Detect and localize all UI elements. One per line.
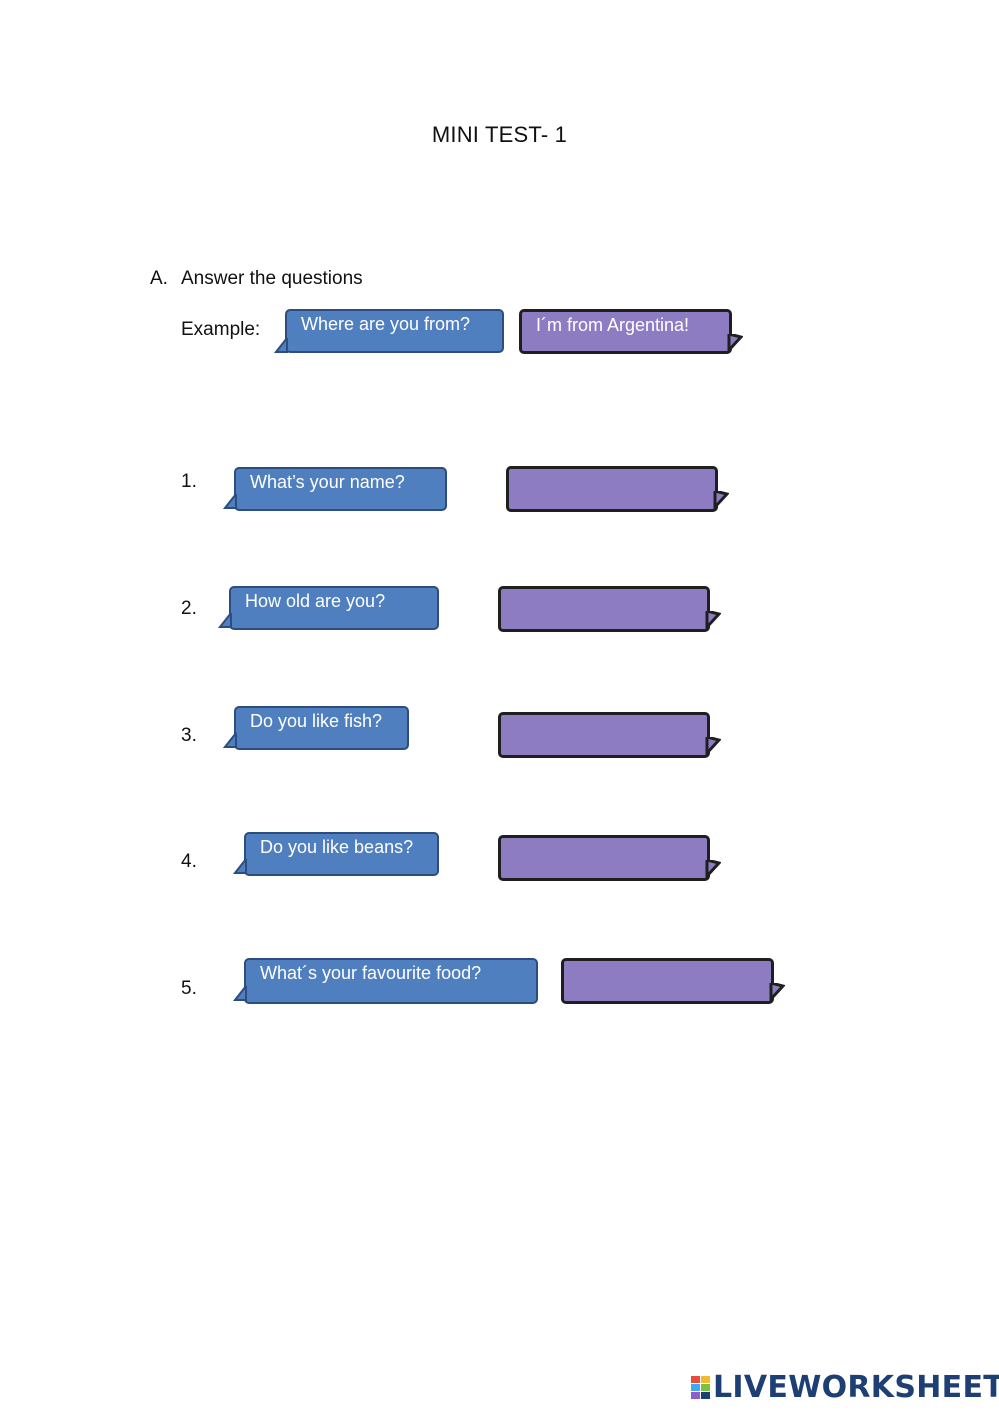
question-bubble: Do you like beans? bbox=[244, 832, 439, 876]
question-bubble-tail bbox=[233, 859, 247, 874]
item-number: 3. bbox=[181, 725, 197, 746]
answer-bubble-tail bbox=[705, 737, 721, 757]
liveworksheets-logo-text: LIVEWORKSHEETS bbox=[713, 1370, 999, 1405]
question-bubble: How old are you? bbox=[229, 586, 439, 630]
question-bubble: What´s your favourite food? bbox=[244, 958, 538, 1004]
question-bubble-tail bbox=[218, 613, 232, 628]
question-bubble: Do you like fish? bbox=[234, 706, 409, 750]
answer-input-bubble[interactable] bbox=[506, 466, 718, 512]
example-question-bubble: Where are you from? bbox=[285, 309, 504, 353]
item-number: 4. bbox=[181, 851, 197, 872]
answer-input-bubble[interactable] bbox=[498, 586, 710, 632]
question-text: Do you like fish? bbox=[250, 711, 383, 731]
example-label: Example: bbox=[181, 319, 261, 340]
item-number: 1. bbox=[181, 471, 197, 492]
item-number: 2. bbox=[181, 598, 197, 619]
question-text: Do you like beans? bbox=[260, 837, 414, 857]
question-text: How old are you? bbox=[245, 591, 386, 611]
section-a-heading: A. Answer the questions bbox=[150, 268, 363, 290]
question-bubble-tail bbox=[233, 986, 247, 1001]
section-instruction: Answer the questions bbox=[181, 268, 363, 289]
question-bubble-tail bbox=[223, 733, 237, 748]
question-bubble-tail bbox=[223, 494, 237, 509]
question-bubble: What’s your name? bbox=[234, 467, 447, 511]
example-question-text: Where are you from? bbox=[301, 314, 471, 334]
answer-input-bubble[interactable] bbox=[498, 712, 710, 758]
answer-bubble-tail bbox=[769, 983, 785, 1003]
section-letter: A. bbox=[150, 268, 168, 289]
answer-bubble-tail bbox=[713, 491, 729, 511]
answer-input-bubble[interactable] bbox=[498, 835, 710, 881]
answer-bubble-tail bbox=[705, 611, 721, 631]
answer-bubble-tail bbox=[705, 860, 721, 880]
example-question-bubble-tail bbox=[274, 338, 288, 353]
liveworksheets-logo-icon bbox=[691, 1376, 710, 1399]
page-title: MINI TEST- 1 bbox=[431, 122, 568, 147]
example-answer-bubble-tail bbox=[727, 334, 743, 354]
item-number: 5. bbox=[181, 978, 197, 999]
example-answer-bubble: I´m from Argentina! bbox=[519, 309, 732, 354]
question-text: What´s your favourite food? bbox=[260, 963, 482, 983]
answer-input-bubble[interactable] bbox=[561, 958, 774, 1004]
question-text: What’s your name? bbox=[250, 472, 405, 492]
example-answer-text: I´m from Argentina! bbox=[536, 315, 690, 335]
